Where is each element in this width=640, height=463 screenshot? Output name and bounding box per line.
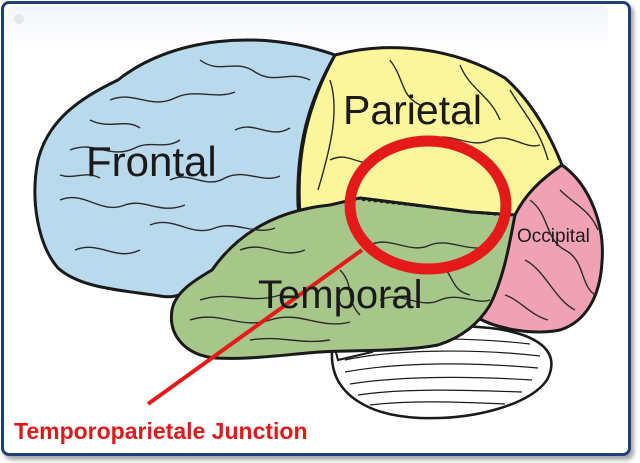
frame-gloss xyxy=(8,6,608,48)
temporoparietal-junction-label: Temporoparietale Junction xyxy=(14,418,308,444)
brain-folds xyxy=(59,59,599,343)
temporal-label: Temporal xyxy=(258,273,423,317)
frame-dot xyxy=(14,14,24,24)
parietal-label: Parietal xyxy=(343,87,483,133)
occipital-label: Occipital xyxy=(517,226,590,247)
callout-line xyxy=(146,248,364,406)
cerebellum-folds xyxy=(339,338,541,406)
frontal-label: Frontal xyxy=(86,138,217,185)
temporoparietal-junction-ring xyxy=(344,135,512,275)
